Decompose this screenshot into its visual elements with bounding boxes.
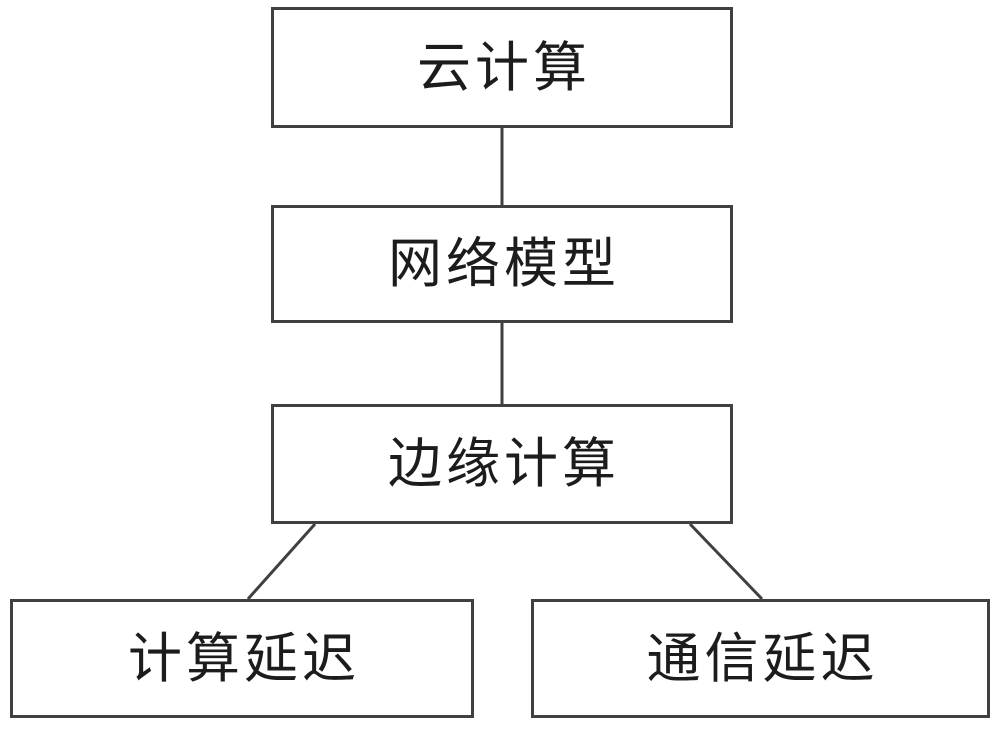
node-label: 通信延迟: [646, 626, 879, 690]
node-label: 计算延迟: [128, 626, 360, 690]
node-network-model[interactable]: 网络模型: [271, 205, 733, 323]
node-cloud-computing[interactable]: 云计算: [271, 7, 733, 128]
connector-edge-to-communication-delay: [688, 522, 764, 601]
node-communication-delay[interactable]: 通信延迟: [531, 599, 990, 718]
node-label: 云计算: [417, 35, 591, 99]
node-edge-computing[interactable]: 边缘计算: [271, 404, 733, 524]
connector-edge-to-computation-delay: [246, 523, 317, 600]
node-label: 边缘计算: [388, 432, 620, 495]
node-computation-delay[interactable]: 计算延迟: [10, 599, 474, 718]
node-label: 网络模型: [388, 232, 620, 295]
